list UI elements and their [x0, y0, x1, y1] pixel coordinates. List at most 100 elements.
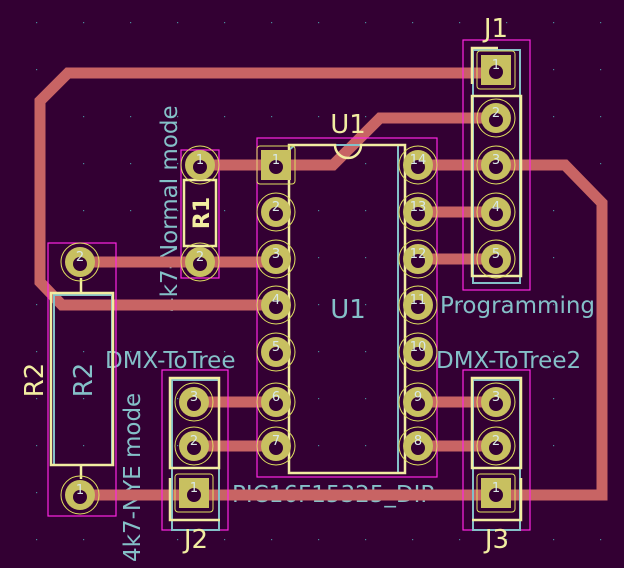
u1-pad[interactable]: 8 — [398, 426, 438, 466]
drill-hole — [187, 488, 201, 502]
trace-j1p1-u1p4 — [34, 67, 496, 311]
pad-number: 6 — [272, 390, 280, 405]
grid-dot — [506, 539, 508, 541]
grid-dot — [506, 22, 508, 24]
pad-clearance — [60, 242, 100, 282]
drill-hole — [411, 254, 425, 268]
j3-pad[interactable]: 1 — [476, 473, 516, 513]
grid-dot — [36, 69, 38, 71]
grid-dot — [177, 351, 179, 353]
grid-dot — [365, 304, 367, 306]
drill-hole — [73, 490, 87, 504]
j1-pad[interactable]: 3 — [476, 145, 516, 185]
u1-pad[interactable]: 14 — [398, 145, 438, 185]
j1-ref: J1 — [482, 14, 508, 44]
j2-pad[interactable]: 3 — [174, 382, 214, 422]
grid-dot — [130, 539, 132, 541]
u1-pad[interactable]: 7 — [256, 426, 296, 466]
j3-pad[interactable]: 2 — [476, 426, 516, 466]
grid-dot — [365, 116, 367, 118]
silkscreen — [49, 46, 523, 522]
grid-dot — [36, 22, 38, 24]
grid-dot — [130, 445, 132, 447]
pad-clearance — [476, 50, 516, 90]
j2-pad[interactable]: 1 — [174, 473, 214, 513]
r1-pad[interactable]: 2 — [180, 242, 220, 282]
grid-dot — [36, 398, 38, 400]
grid-dot — [365, 351, 367, 353]
j2-pad[interactable]: 2 — [174, 426, 214, 466]
u1-pad[interactable]: 10 — [398, 332, 438, 372]
drill-hole — [489, 113, 503, 127]
grid-dot — [83, 210, 85, 212]
grid-dot — [177, 210, 179, 212]
grid-dot — [365, 445, 367, 447]
drill-hole — [411, 397, 425, 411]
grid-dot — [177, 163, 179, 165]
r2-pad[interactable]: 2 — [60, 242, 100, 282]
u1-pad[interactable]: 2 — [256, 192, 296, 232]
pad-clearance — [398, 239, 438, 279]
pad-number: 8 — [414, 434, 422, 449]
j3-ref: J3 — [483, 525, 509, 555]
grid-dot — [83, 445, 85, 447]
pad-clearance — [256, 192, 296, 232]
grid-dot — [506, 304, 508, 306]
pad-number: 3 — [272, 247, 280, 262]
drill-hole — [411, 347, 425, 361]
drill-hole — [193, 257, 207, 271]
u1-pad[interactable]: 9 — [398, 382, 438, 422]
grid-dot — [83, 351, 85, 353]
r1-ref: R1 — [190, 197, 215, 229]
j1-pad[interactable]: 1 — [476, 50, 516, 90]
r2-pad[interactable]: 1 — [60, 475, 100, 515]
j1-pad[interactable]: 5 — [476, 239, 516, 279]
pad-number: 2 — [492, 106, 500, 121]
j3-pin1-mark — [472, 478, 523, 522]
grid-dot — [553, 22, 555, 24]
j3-pad[interactable]: 3 — [476, 382, 516, 422]
u1-pad[interactable]: 1 — [256, 145, 296, 185]
u1-pad[interactable]: 11 — [398, 285, 438, 325]
j1-pad[interactable]: 4 — [476, 192, 516, 232]
grid-dot — [506, 351, 508, 353]
pad-number: 1 — [76, 483, 84, 498]
pad-number: 3 — [492, 390, 500, 405]
grid-dot — [130, 22, 132, 24]
u1-pad[interactable]: 13 — [398, 192, 438, 232]
drill-hole — [73, 257, 87, 271]
pad-clearance — [256, 239, 296, 279]
r2-value: 4k7-NYE mode — [120, 393, 146, 562]
grid-dot — [177, 116, 179, 118]
j2-ref: J2 — [182, 525, 208, 555]
pad-number: 4 — [492, 200, 500, 215]
drill-hole — [489, 65, 503, 79]
u1-pad[interactable]: 3 — [256, 239, 296, 279]
grid-dot — [130, 398, 132, 400]
grid-dot — [36, 304, 38, 306]
pad-clearance — [256, 382, 296, 422]
drill-hole — [269, 441, 283, 455]
drill-hole — [411, 441, 425, 455]
grid-dot — [600, 116, 602, 118]
grid-dot — [271, 116, 273, 118]
j1-pad[interactable]: 2 — [476, 98, 516, 138]
pad-clearance — [180, 242, 220, 282]
pad-clearance — [398, 426, 438, 466]
u1-pad[interactable]: 5 — [256, 332, 296, 372]
grid-dot — [271, 22, 273, 24]
r1-pad[interactable]: 1 — [180, 145, 220, 185]
pad-number: 9 — [414, 390, 422, 405]
pad-number: 1 — [492, 58, 500, 73]
grid-dot — [365, 257, 367, 259]
pad-number: 3 — [492, 153, 500, 168]
r1-value: 4k7-Normal mode — [157, 105, 183, 312]
u1-pad[interactable]: 6 — [256, 382, 296, 422]
pad-clearance — [476, 98, 516, 138]
j1-value: Programming — [440, 293, 595, 319]
u1-pad[interactable]: 12 — [398, 239, 438, 279]
u1-ref: U1 — [330, 110, 366, 140]
grid-dot — [318, 304, 320, 306]
u1-pad[interactable]: 4 — [256, 285, 296, 325]
pad-clearance — [398, 285, 438, 325]
